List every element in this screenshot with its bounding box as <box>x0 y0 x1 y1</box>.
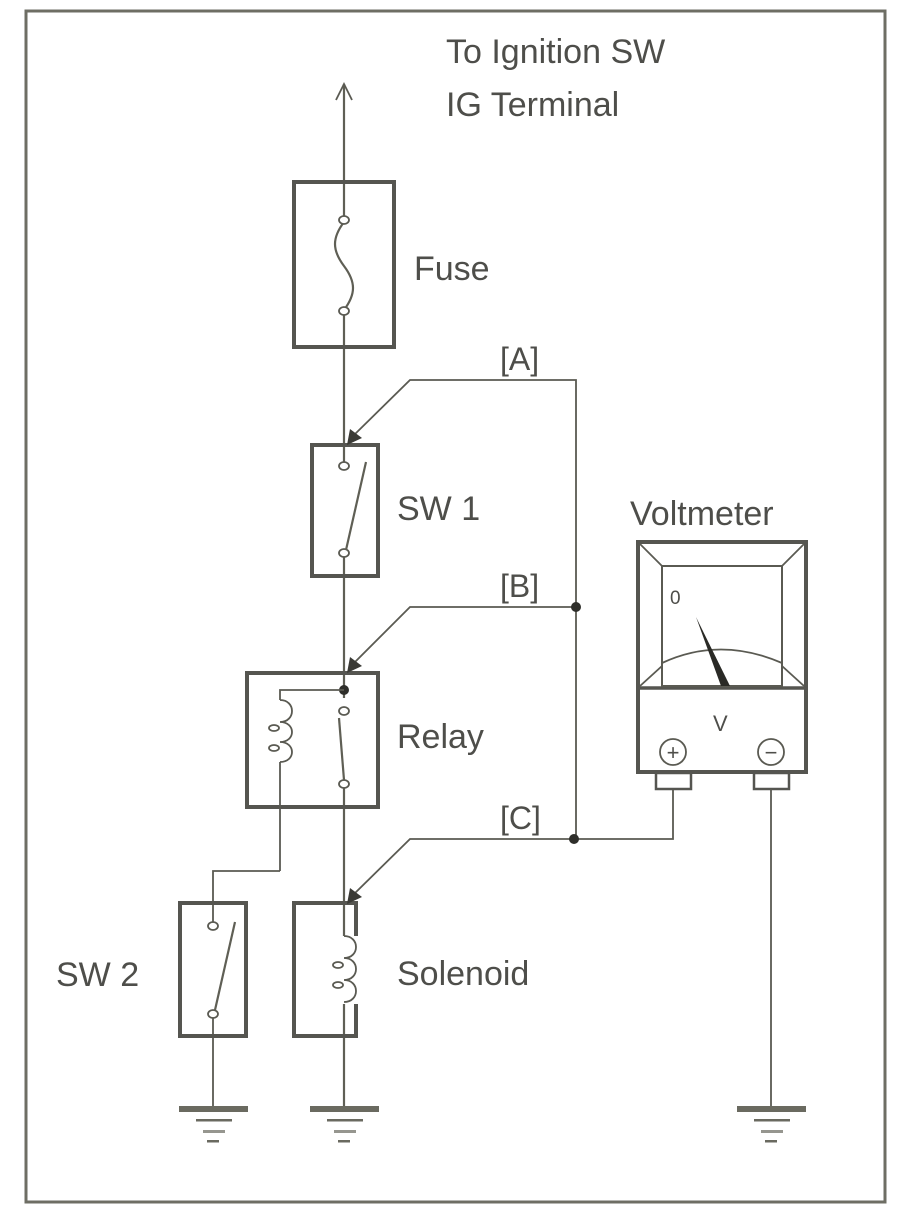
relay-coil-icon <box>279 699 293 763</box>
solenoid-coil-icon <box>343 935 357 1003</box>
relay-contact-icon <box>337 717 346 781</box>
sw1-box <box>310 443 380 578</box>
meter-needle-icon <box>696 617 730 686</box>
arrow-a-icon <box>347 429 362 445</box>
sw1-component <box>310 443 380 578</box>
ground-icon <box>179 1106 248 1143</box>
test-lead-c <box>347 790 674 904</box>
solenoid-component <box>292 901 358 1038</box>
source-label-line1: To Ignition SW <box>446 33 665 71</box>
ground-icon <box>737 1106 806 1143</box>
arrow-c-icon <box>347 888 362 904</box>
fuse-label: Fuse <box>414 250 490 288</box>
fuse-component <box>292 180 396 349</box>
switch-blade-icon <box>344 461 368 551</box>
relay-box <box>245 671 380 809</box>
fuse-box <box>292 180 396 349</box>
meter-zero-label: 0 <box>670 588 681 609</box>
sw2-box <box>178 901 248 1038</box>
svg-text:+: + <box>667 740 680 765</box>
sw2-label: SW 2 <box>56 956 139 994</box>
voltmeter-component: 0 V + − <box>636 540 808 791</box>
arrow-b-icon <box>347 657 362 673</box>
meter-unit-label: V <box>713 711 728 736</box>
minus-terminal-icon <box>757 738 785 766</box>
diagram-frame <box>24 9 887 1204</box>
minus-terminal-post <box>752 771 791 791</box>
relay-label: Relay <box>397 718 484 756</box>
relay-to-sw2-wire <box>212 870 280 1108</box>
sw1-label: SW 1 <box>397 490 480 528</box>
relay-component <box>245 671 380 871</box>
voltmeter-label: Voltmeter <box>630 495 774 533</box>
sw2-component <box>178 901 248 1038</box>
point-b-label: [B] <box>500 568 539 604</box>
point-a-label: [A] <box>500 341 539 377</box>
fuse-element-icon <box>333 221 355 311</box>
meter-scale-arc <box>661 648 783 664</box>
source-label-line2: IG Terminal <box>446 86 619 124</box>
voltmeter-body <box>636 540 808 774</box>
test-lead-b <box>347 602 581 673</box>
point-c-label: [C] <box>500 800 541 836</box>
ground-icon <box>310 1106 379 1143</box>
plus-terminal-post <box>654 771 693 791</box>
svg-text:−: − <box>765 740 778 765</box>
solenoid-label: Solenoid <box>397 955 529 993</box>
arrow-up-icon <box>335 81 353 101</box>
plus-terminal-icon <box>659 738 687 766</box>
switch-blade-icon <box>213 921 237 1011</box>
test-lead-a <box>347 379 577 840</box>
